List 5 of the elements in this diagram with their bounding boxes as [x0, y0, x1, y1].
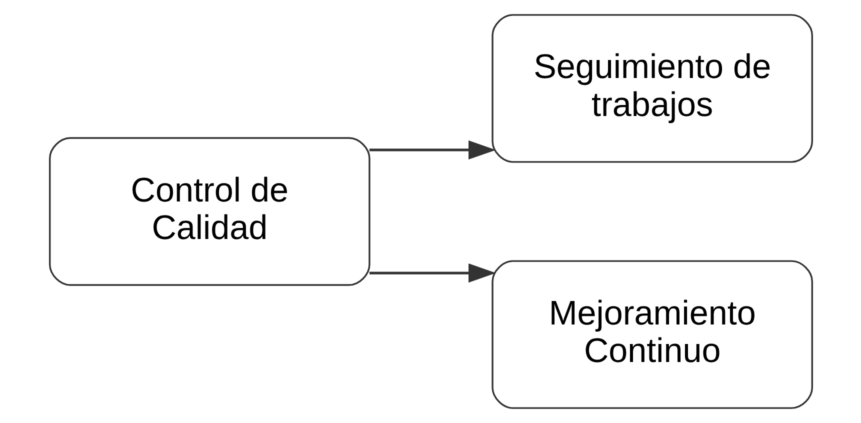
- node-box: Control de Calidad: [48, 137, 370, 286]
- node-box: Mejoramiento Continuo: [491, 260, 813, 409]
- node-box: Seguimiento de trabajos: [491, 14, 813, 163]
- arrow: [368, 263, 496, 283]
- arrow: [368, 140, 496, 160]
